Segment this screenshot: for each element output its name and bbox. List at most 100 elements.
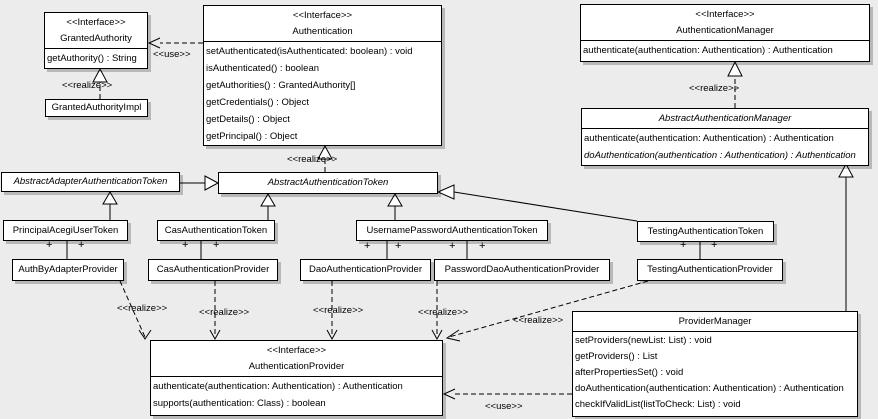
edge-use-authentication-grantedauthority[interactable] — [147, 37, 203, 49]
use-label: <<use>> — [153, 49, 191, 60]
class-method: getAuthorities() : GrantedAuthority[] — [206, 80, 356, 91]
class-methods: getAuthority() : String — [45, 48, 147, 68]
class-authentication[interactable]: <<Interface>> Authentication setAuthenti… — [203, 5, 442, 146]
edge-generalization-principalacegiusertoken[interactable] — [102, 191, 118, 220]
class-name: Authentication — [292, 26, 353, 37]
class-name: PrincipalAcegiUserToken — [12, 224, 119, 236]
realize-label: <<realize>> — [418, 307, 469, 318]
association-plus: + — [479, 240, 486, 252]
class-name: AuthenticationProvider — [248, 361, 345, 372]
class-cas-authentication-token[interactable]: CasAuthenticationToken — [157, 220, 275, 241]
association-plus: + — [711, 239, 718, 251]
class-name: AuthByAdapterProvider — [18, 264, 118, 275]
class-authentication-provider[interactable]: <<Interface>> AuthenticationProvider aut… — [150, 340, 443, 416]
class-name: TestingAuthenticationToken — [647, 225, 764, 237]
class-title: <<Interface>> GrantedAuthority — [45, 13, 147, 48]
class-name: GrantedAuthorityImpl — [51, 102, 142, 113]
edge-realize-grantedauthorityimpl-grantedauthority[interactable] — [92, 67, 108, 99]
class-name: UsernamePasswordAuthenticationToken — [366, 224, 538, 236]
class-name: DaoAuthenticationProvider — [308, 264, 422, 275]
class-name: PasswordDaoAuthenticationProvider — [444, 264, 600, 275]
class-abstract-authentication-token[interactable]: AbstractAuthenticationToken — [218, 172, 438, 194]
edge-realize-abstractauthenticationmanager-authenticationmanager[interactable] — [727, 60, 743, 108]
class-stereotype: <<Interface>> — [695, 9, 755, 20]
realize-label: <<realize>> — [513, 315, 564, 326]
class-cas-authentication-provider[interactable]: CasAuthenticationProvider — [148, 259, 278, 281]
class-method: doAuthentication(authentication: Authent… — [575, 383, 844, 394]
class-testing-authentication-provider[interactable]: TestingAuthenticationProvider — [637, 259, 783, 281]
class-title: AbstractAuthenticationManager — [582, 109, 868, 128]
class-name: GrantedAuthority — [60, 33, 132, 44]
realize-label: <<realize>> — [287, 154, 338, 165]
class-dao-authentication-provider[interactable]: DaoAuthenticationProvider — [300, 259, 431, 281]
association-plus: + — [213, 239, 220, 251]
class-methods: setAuthenticated(isAuthenticated: boolea… — [204, 41, 441, 145]
edge-generalization-testingauthenticationtoken[interactable] — [436, 184, 638, 222]
association-plus: + — [182, 239, 189, 251]
realize-label: <<realize>> — [689, 83, 740, 94]
edge-generalization-casauthenticationtoken[interactable] — [260, 193, 276, 220]
class-title: <<Interface>> AuthenticationManager — [581, 5, 869, 40]
edge-realize-abstractauthenticationtoken-authentication[interactable] — [317, 144, 333, 172]
class-method: authenticate(authentication: Authenticat… — [583, 45, 833, 56]
class-provider-manager[interactable]: ProviderManager setProviders(newList: Li… — [572, 311, 858, 417]
class-granted-authority-impl[interactable]: GrantedAuthorityImpl — [45, 99, 148, 117]
edge-generalization-usernamepasswordtoken[interactable] — [387, 193, 403, 220]
class-name: CasAuthenticationProvider — [156, 264, 270, 275]
class-name: CasAuthenticationToken — [164, 224, 268, 236]
class-name: AuthenticationManager — [676, 25, 774, 36]
association-plus: + — [364, 240, 371, 252]
class-stereotype: <<Interface>> — [66, 17, 126, 28]
class-method: getPrincipal() : Object — [206, 131, 298, 142]
edge-generalization-abstractadaptertoken-abstracttoken[interactable] — [180, 175, 220, 191]
class-name: ProviderManager — [678, 316, 752, 327]
realize-label: <<realize>> — [62, 80, 113, 91]
association-plus: + — [680, 239, 687, 251]
class-abstract-adapter-authentication-token[interactable]: AbstractAdapterAuthenticationToken — [1, 172, 180, 192]
class-method: checkIfValidList(listToCheck: List) : vo… — [575, 399, 741, 410]
association-plus: + — [395, 240, 402, 252]
class-username-password-authentication-token[interactable]: UsernamePasswordAuthenticationToken — [356, 220, 548, 241]
class-method: setAuthenticated(isAuthenticated: boolea… — [206, 46, 413, 57]
class-method: authenticate(authentication: Authenticat… — [153, 381, 403, 392]
class-title: <<Interface>> Authentication — [204, 6, 441, 41]
class-testing-authentication-token[interactable]: TestingAuthenticationToken — [637, 221, 774, 242]
edge-realize-authbyadapterprovider-authenticationprovider[interactable] — [119, 280, 152, 340]
class-name: AbstractAuthenticationToken — [267, 177, 389, 188]
class-method: getAuthority() : String — [47, 53, 137, 64]
edge-realize-passworddaoauthenticationprovider-authenticationprovider[interactable] — [431, 281, 443, 341]
association-plus: + — [449, 240, 456, 252]
class-method: getCredentials() : Object — [206, 97, 309, 108]
class-name: AbstractAdapterAuthenticationToken — [13, 176, 168, 187]
edge-realize-daoauthenticationprovider-authenticationprovider[interactable] — [326, 281, 338, 341]
class-principal-acegi-user-token[interactable]: PrincipalAcegiUserToken — [3, 220, 128, 241]
association-plus: + — [46, 239, 53, 251]
class-method: doAuthentication(authentication : Authen… — [584, 150, 856, 161]
edge-realize-casauthenticationprovider-authenticationprovider[interactable] — [209, 281, 221, 341]
realize-label: <<realize>> — [313, 305, 364, 316]
association-plus: + — [78, 239, 85, 251]
class-method: supports(authentication: Class) : boolea… — [153, 398, 326, 409]
use-label: <<use>> — [485, 401, 523, 412]
edge-generalization-providermanager-abstractmanager[interactable] — [838, 162, 854, 311]
edge-realize-testingauthenticationprovider-authenticationprovider[interactable] — [445, 280, 649, 342]
realize-label: <<realize>> — [199, 307, 250, 318]
class-methods: setProviders(newList: List) : void getPr… — [573, 331, 857, 414]
class-methods: authenticate(authentication: Authenticat… — [581, 40, 869, 60]
class-method: authenticate(authentication: Authenticat… — [584, 133, 834, 144]
class-password-dao-authentication-provider[interactable]: PasswordDaoAuthenticationProvider — [434, 259, 610, 281]
class-title: ProviderManager — [573, 312, 857, 331]
class-method: getDetails() : Object — [206, 114, 290, 125]
class-method: setProviders(newList: List) : void — [575, 335, 712, 346]
class-methods: authenticate(authentication: Authenticat… — [151, 376, 442, 413]
class-methods: authenticate(authentication: Authenticat… — [582, 128, 868, 165]
class-authentication-manager[interactable]: <<Interface>> AuthenticationManager auth… — [580, 4, 870, 62]
class-abstract-authentication-manager[interactable]: AbstractAuthenticationManager authentica… — [581, 108, 869, 166]
edge-use-providermanager-authenticationprovider[interactable] — [442, 388, 572, 400]
class-name: TestingAuthenticationProvider — [647, 264, 773, 275]
class-auth-by-adapter-provider[interactable]: AuthByAdapterProvider — [12, 259, 124, 281]
class-method: isAuthenticated() : boolean — [206, 63, 320, 74]
class-granted-authority[interactable]: <<Interface>> GrantedAuthority getAuthor… — [44, 12, 148, 69]
